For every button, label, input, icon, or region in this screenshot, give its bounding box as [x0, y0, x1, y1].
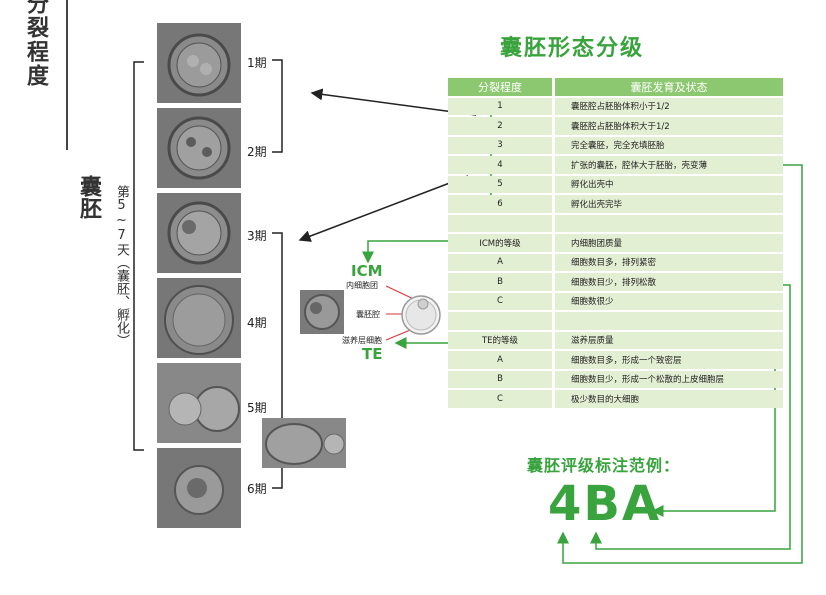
desc-cell: 细胞数很少: [555, 292, 783, 310]
grade-cell: 1: [448, 97, 552, 115]
desc-cell: 完全囊胚，完全充填胚胎: [555, 136, 783, 154]
desc-cell: 内细胞团质量: [555, 234, 783, 252]
grade-cell: 5: [448, 175, 552, 193]
embryo-photo-hatching: [262, 418, 346, 468]
grade-cell: B: [448, 273, 552, 291]
embryo-photo-stage-6: [157, 448, 241, 528]
icm-label: ICM: [351, 262, 383, 280]
table-header-cell: 囊胚发育及状态: [555, 78, 783, 96]
grade-cell: 6: [448, 195, 552, 213]
desc-cell: 孵化出壳完毕: [555, 195, 783, 213]
section-title: 分裂程度: [23, 0, 48, 88]
table-row: [448, 312, 783, 330]
table-header-row: 分裂程度 囊胚发育及状态: [448, 78, 783, 96]
stage-label-1: 1期: [247, 56, 267, 70]
stage-label-4: 4期: [247, 316, 267, 330]
table-row: TE的等级滋养层质量: [448, 331, 783, 349]
embryo-photo-stage-1: [157, 23, 241, 103]
embryo-photo-structure: [300, 290, 344, 334]
embryo-photo-stage-3: [157, 193, 241, 273]
example-grade: 4BA: [548, 476, 662, 532]
grade-cell: C: [448, 390, 552, 408]
diagram-title: 囊胚形态分级: [500, 36, 645, 61]
grade-cell: C: [448, 292, 552, 310]
desc-cell: 囊胚腔占胚胎体积大于1/2: [555, 117, 783, 135]
callout-trophoblast: 滋养层细胞: [342, 336, 382, 345]
grade-cell: A: [448, 351, 552, 369]
stage-label-3: 3期: [247, 229, 267, 243]
desc-cell: 细胞数目少，形成一个松散的上皮细胞层: [555, 370, 783, 388]
desc-cell: 滋养层质量: [555, 331, 783, 349]
desc-cell: [555, 214, 783, 232]
callout-inner-cell-mass: 内细胞团: [346, 281, 378, 290]
blastocyst-label: 囊胚: [76, 175, 101, 219]
grade-cell: [448, 214, 552, 232]
desc-cell: 囊胚腔占胚胎体积小于1/2: [555, 97, 783, 115]
grade-cell: B: [448, 370, 552, 388]
desc-cell: 扩张的囊胚，腔体大于胚胎，壳变薄: [555, 156, 783, 174]
grade-cell: [448, 312, 552, 330]
embryo-photo-stage-5: [157, 363, 241, 443]
grade-cell: 3: [448, 136, 552, 154]
grade-cell: 4: [448, 156, 552, 174]
embryo-photo-stage-2: [157, 108, 241, 188]
example-title: 囊胚评级标注范例：: [527, 456, 681, 475]
table-row: ICM的等级内细胞团质量: [448, 234, 783, 252]
embryo-photo-stage-4: [157, 278, 241, 358]
table-header-cell: 分裂程度: [448, 78, 552, 96]
desc-cell: 细胞数目多，形成一个致密层: [555, 351, 783, 369]
stage-label-2: 2期: [247, 145, 267, 159]
blastocyst-structure-icon: [401, 295, 441, 335]
callout-blastocoel: 囊胚腔: [356, 310, 380, 319]
stage-label-6: 6期: [247, 482, 267, 496]
desc-cell: 细胞数目多，排列紧密: [555, 253, 783, 271]
desc-cell: 细胞数目少，排列松散: [555, 273, 783, 291]
desc-cell: 极少数目的大细胞: [555, 390, 783, 408]
grade-cell: A: [448, 253, 552, 271]
day-range-label: 第5~7天（囊胚、孵化）: [114, 185, 129, 347]
stage-label-5: 5期: [247, 401, 267, 415]
grade-cell: TE的等级: [448, 331, 552, 349]
grade-cell: ICM的等级: [448, 234, 552, 252]
grade-cell: 2: [448, 117, 552, 135]
divider: [66, 0, 68, 150]
table-row: [448, 214, 783, 232]
desc-cell: 孵化出壳中: [555, 175, 783, 193]
te-label: TE: [362, 345, 383, 363]
desc-cell: [555, 312, 783, 330]
